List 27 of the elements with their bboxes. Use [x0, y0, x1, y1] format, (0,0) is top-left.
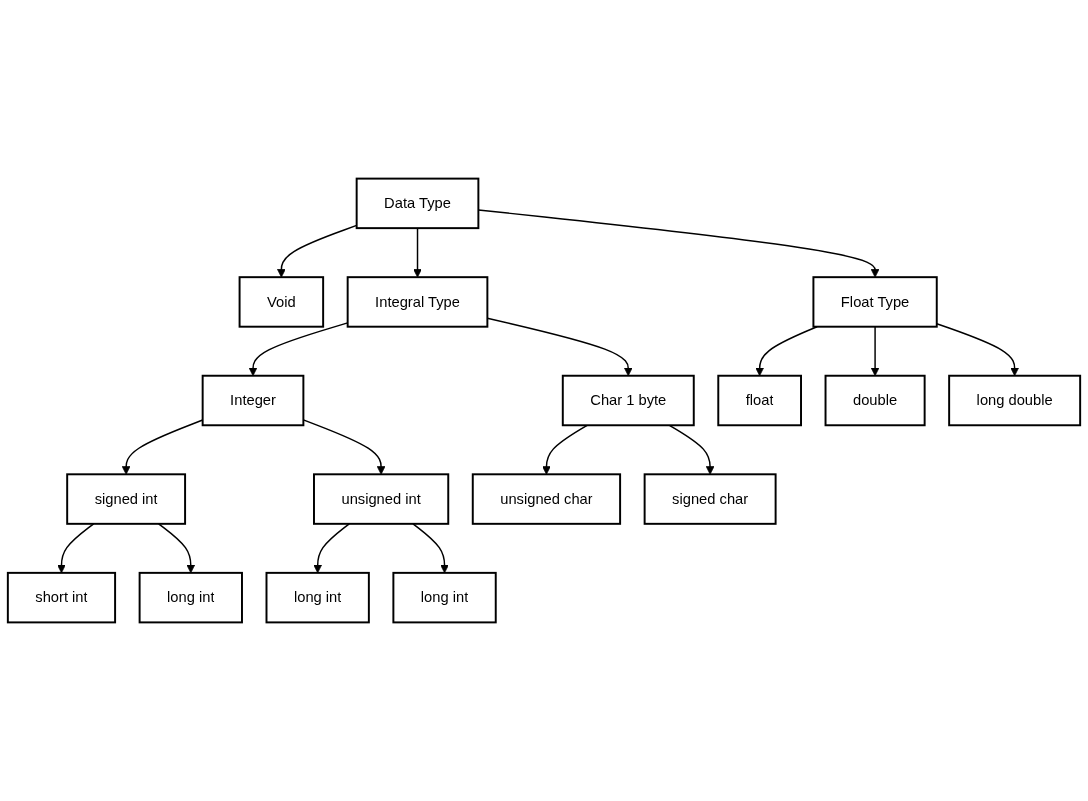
arrow [936, 322, 1019, 377]
node-box: signed int [66, 473, 187, 525]
arrow [157, 523, 196, 574]
node-box: unsigned char [471, 473, 622, 525]
node-box: Char 1 byte [561, 374, 695, 427]
node-box: long int [392, 571, 497, 624]
node-box: Integer [201, 374, 305, 427]
arrow [412, 523, 449, 574]
node-box: long int [138, 571, 243, 624]
arrow [57, 523, 95, 574]
node-box: long int [265, 571, 370, 624]
arrow [755, 325, 818, 377]
arrow [668, 424, 715, 475]
node-box: unsigned int [313, 473, 450, 525]
node-box: long double [948, 374, 1082, 427]
node-box: signed char [643, 473, 777, 525]
node-box: Void [238, 276, 325, 328]
arrow [413, 227, 422, 278]
node-box: float [717, 374, 802, 427]
node-box: Data Type [355, 177, 480, 230]
arrow [870, 325, 880, 377]
node-box: double [824, 374, 926, 427]
arrow [313, 523, 350, 574]
node-box: short int [6, 571, 117, 624]
node-box: Integral Type [346, 276, 489, 328]
arrow [542, 424, 588, 475]
node-box: Float Type [812, 276, 938, 328]
